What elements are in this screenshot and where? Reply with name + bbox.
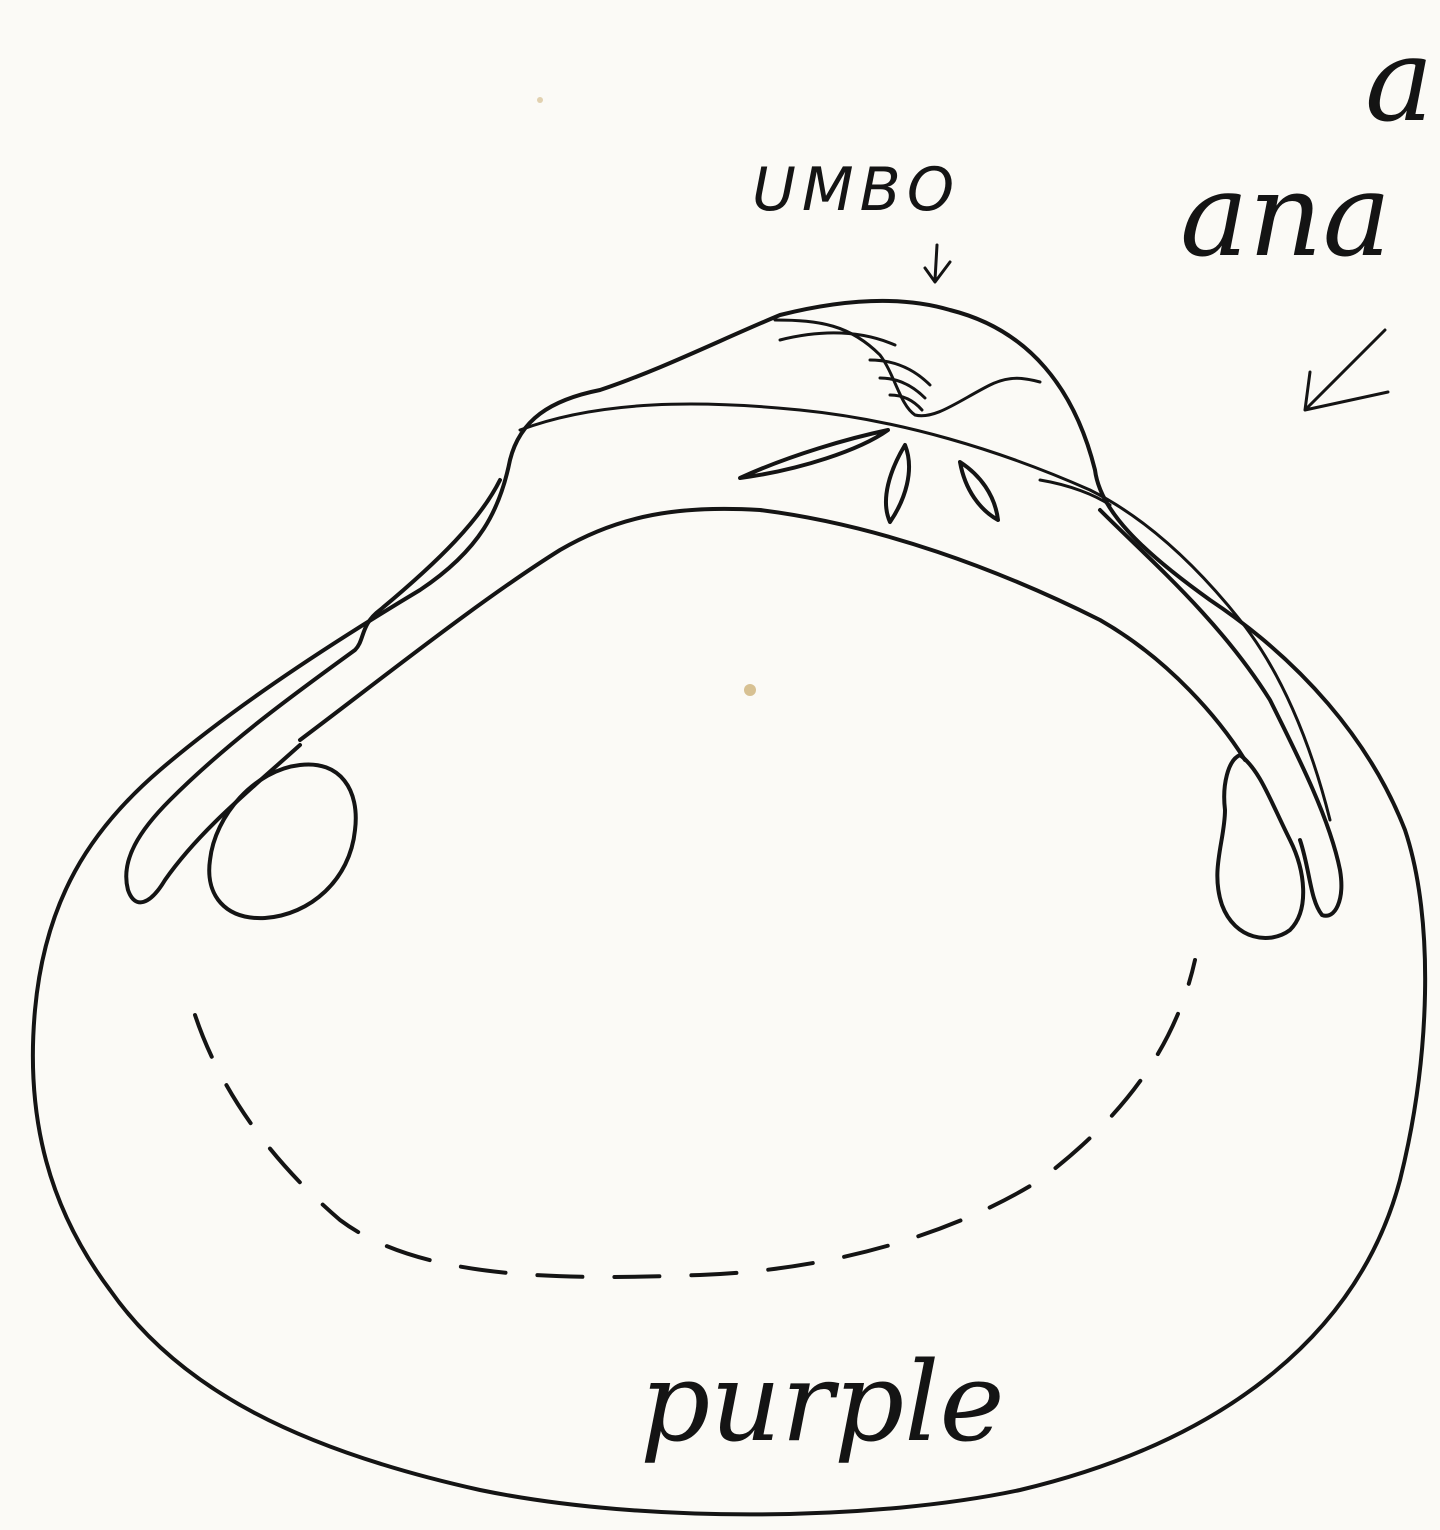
shell-inner-margin	[300, 509, 1245, 760]
color-note-label: purple	[640, 1338, 1005, 1466]
anterior-adductor-scar	[209, 764, 356, 918]
pallial-line	[195, 960, 1195, 1277]
margin-side-fragment: ana	[1180, 149, 1391, 283]
posterior-adductor-scar	[1217, 755, 1303, 938]
margin-arrow	[1305, 330, 1388, 410]
umbo-label: UMBO	[752, 155, 960, 225]
umbo-growth-line	[880, 378, 925, 398]
umbo-arrow	[925, 245, 950, 282]
umbo-growth-line	[780, 333, 895, 345]
cardinal-tooth-right	[960, 462, 998, 520]
left-lateral-tooth	[126, 480, 500, 902]
paper-stain	[744, 684, 756, 696]
hinge-plate-edge	[520, 404, 1330, 820]
cardinal-tooth-middle	[886, 445, 909, 522]
margin-top-fragment: a	[1365, 14, 1434, 148]
shell-outer-outline	[33, 301, 1425, 1514]
cardinal-tooth-left	[740, 430, 888, 478]
paper-stain	[537, 97, 543, 103]
